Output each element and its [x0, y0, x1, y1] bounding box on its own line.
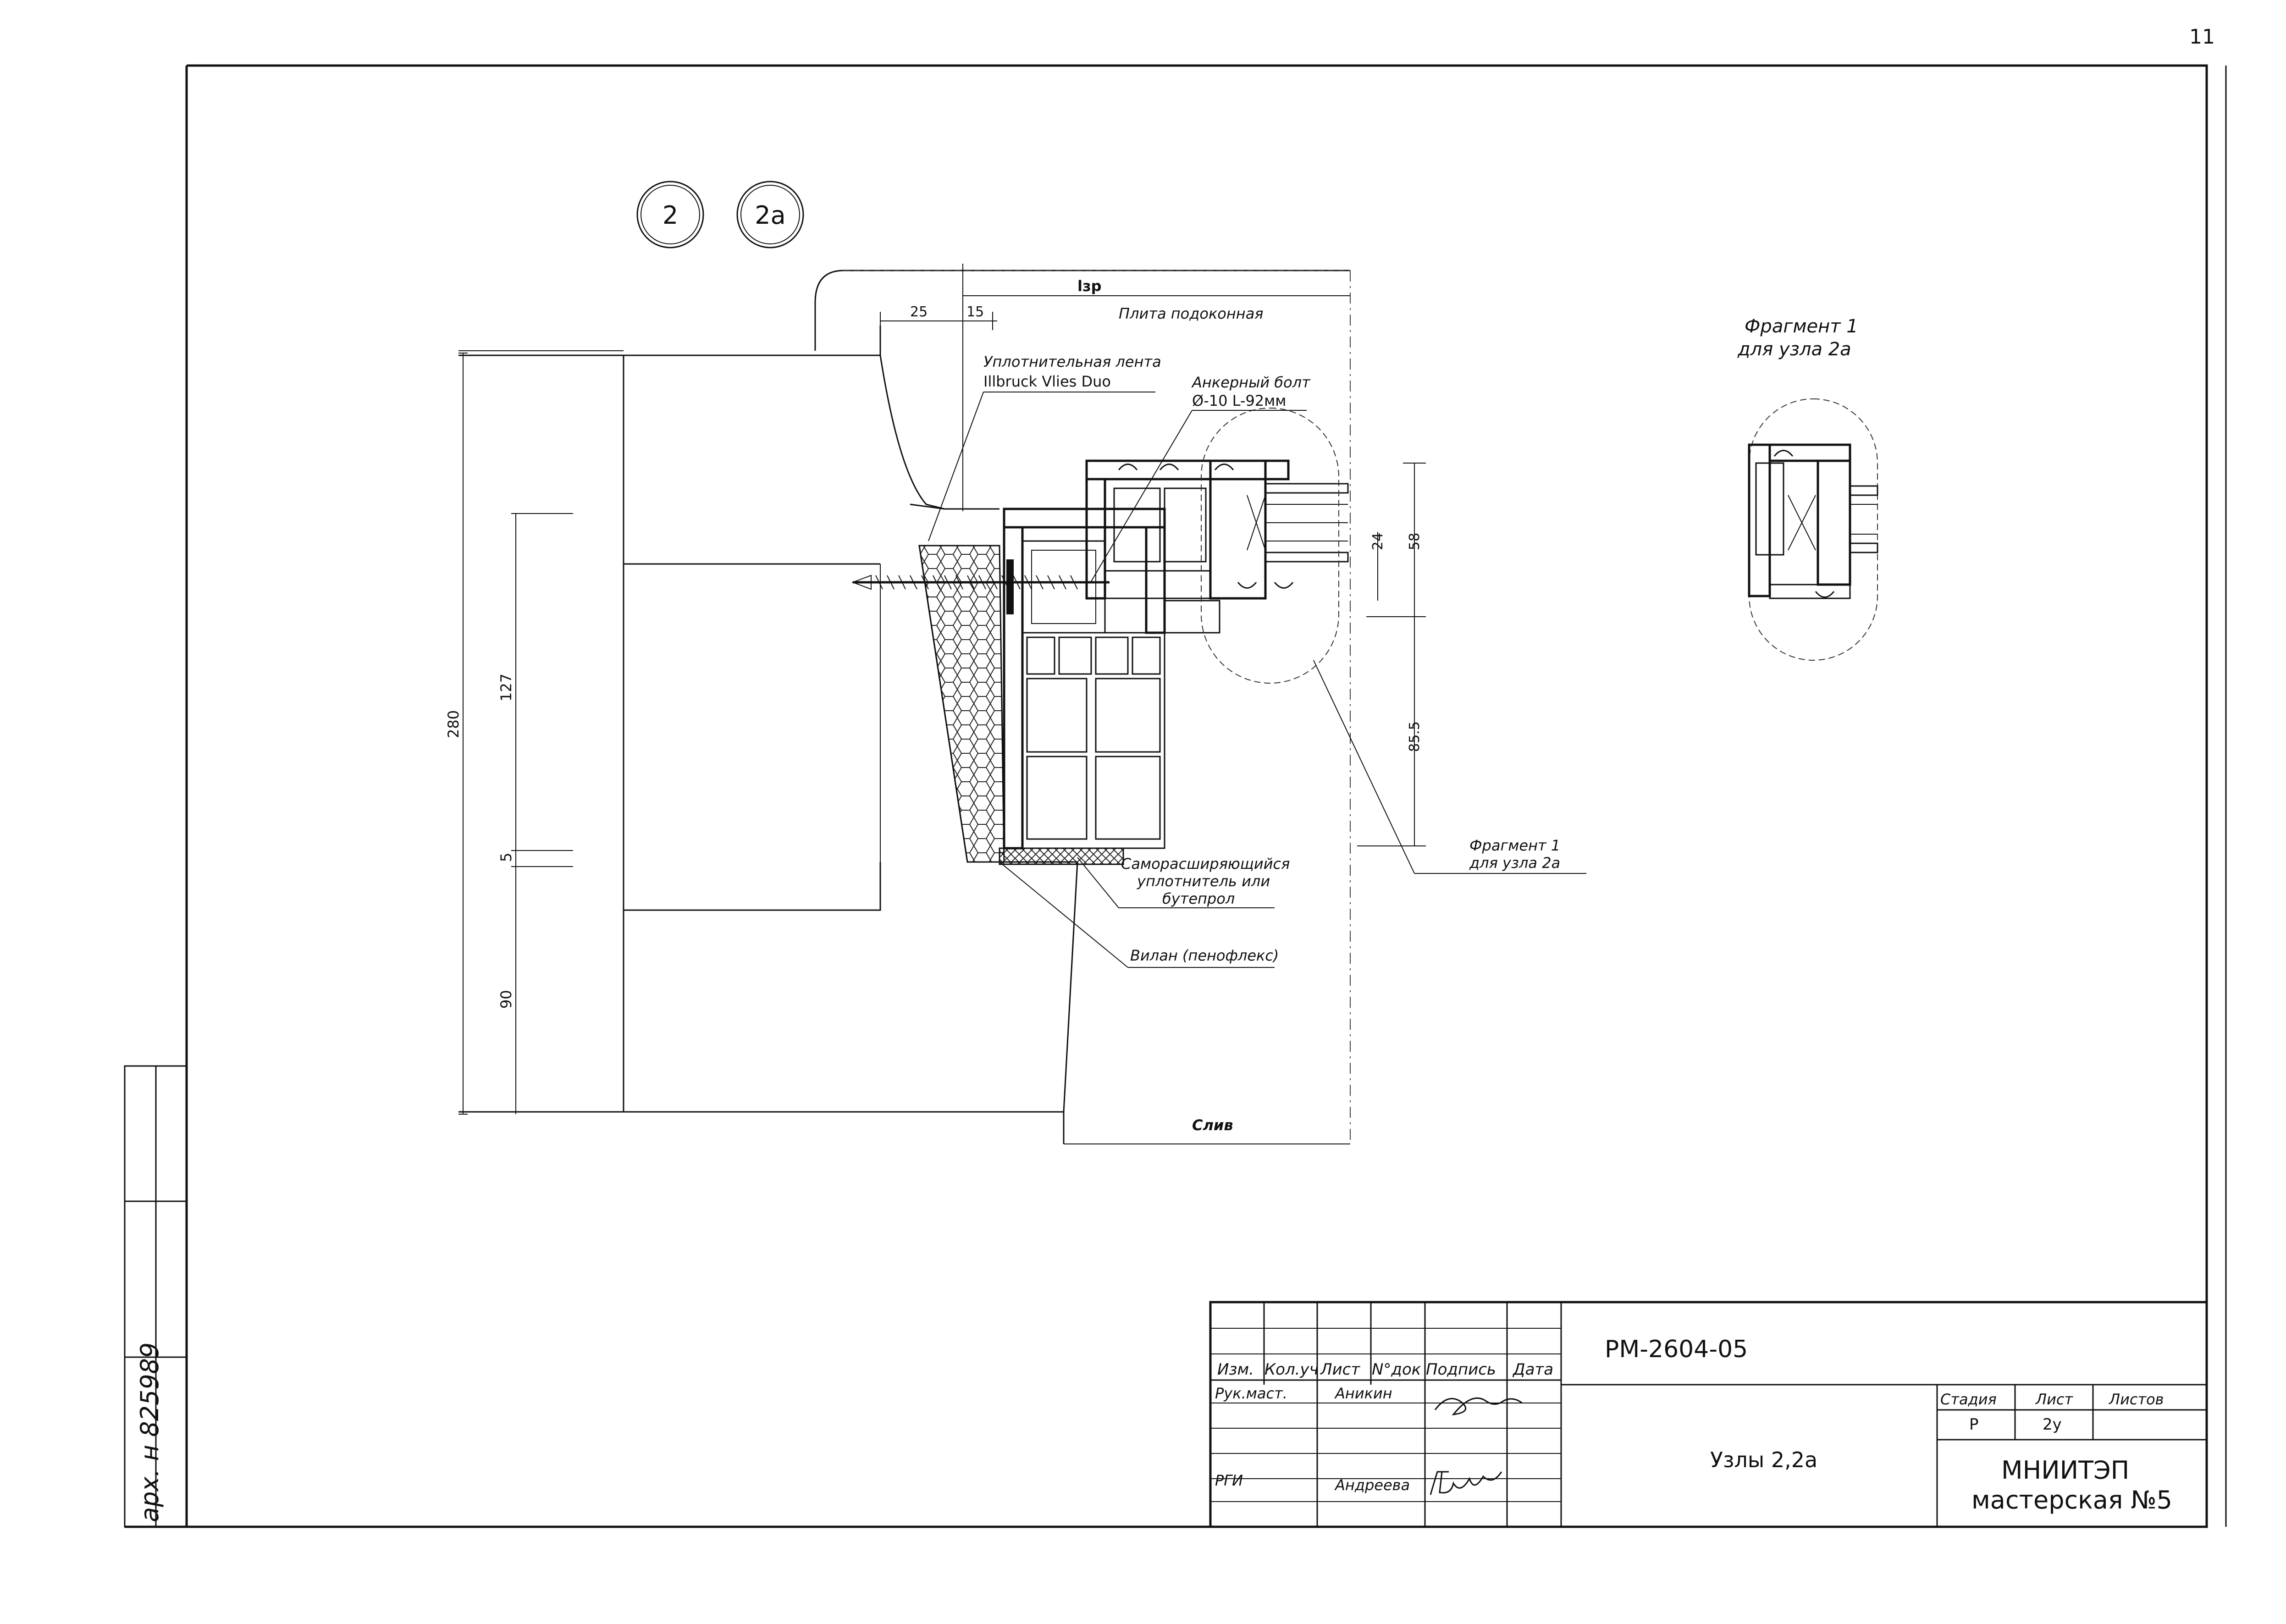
svg-text:90: 90: [497, 990, 515, 1009]
svg-text:Слив: Слив: [1192, 1116, 1233, 1134]
svg-text:бутепрол: бутепрол: [1162, 890, 1235, 907]
svg-text:Ø-10 L-92мм: Ø-10 L-92мм: [1192, 392, 1286, 409]
svg-text:Illbruck Vlies Duo: Illbruck Vlies Duo: [983, 373, 1111, 390]
header-izm: Изм.: [1217, 1360, 1254, 1379]
archive-stamp-box: арх. н 825989: [124, 1065, 188, 1528]
frame-chambers: [1026, 636, 1161, 840]
label-fragment-reference: Фрагмент 1 для узла 2а: [1469, 837, 1560, 872]
header-list: Лист: [1320, 1360, 1360, 1379]
role-head-of-workshop: Рук.маст.: [1215, 1385, 1287, 1402]
svg-text:15: 15: [966, 304, 984, 320]
window-node-drawing: [458, 264, 1586, 1144]
stage-label: Стадия: [1940, 1391, 1997, 1408]
organization-name: МНИИТЭП: [2001, 1456, 2129, 1485]
label-seal-tape: Уплотнительная лента Illbruck Vlies Duo: [928, 353, 1161, 541]
svg-text:Уплотнительная лента: Уплотнительная лента: [983, 353, 1161, 370]
svg-text:Вилан (пенофлекс): Вилан (пенофлекс): [1130, 947, 1279, 964]
svg-text:127: 127: [497, 674, 515, 702]
svg-text:2а: 2а: [755, 201, 785, 230]
svg-text:24: 24: [1370, 533, 1386, 550]
archive-stamp: арх. н 825989: [135, 1342, 164, 1522]
header-ndok: N°док: [1372, 1360, 1421, 1379]
svg-text:280: 280: [445, 710, 462, 738]
dimension-lzp: lзр: [963, 277, 1350, 296]
label-anchor-bolt: Анкерный болт Ø-10 L-92мм: [1091, 374, 1311, 582]
label-sill-plate: Плита подоконная: [1119, 305, 1264, 322]
svg-text:25: 25: [910, 304, 928, 320]
sheet-title: Узлы 2,2а: [1710, 1447, 1817, 1472]
signature-anikin: [1434, 1397, 1523, 1415]
header-kol-uch: Кол.уч: [1264, 1360, 1319, 1379]
title-block: Изм. Кол.уч Лист N°док Подпись Дата Рук.…: [1209, 1301, 2208, 1528]
node-marker-2a: 2а: [736, 181, 804, 249]
anchor-thread: [875, 575, 1078, 590]
svg-text:Анкерный болт: Анкерный болт: [1191, 374, 1311, 391]
sheet-frame: [125, 64, 2227, 1528]
dimension-vertical-left: 280 127 5 90: [445, 353, 573, 1115]
person-anikin: Аникин: [1334, 1385, 1392, 1402]
page-number: 11: [2189, 25, 2215, 49]
person-andreeva: Андреева: [1334, 1476, 1410, 1494]
svg-text:Фрагмент 1: Фрагмент 1: [1469, 837, 1560, 854]
label-drip: Слив: [1192, 1116, 1233, 1134]
dimension-25-15: 25 15: [880, 304, 997, 330]
doc-code: РМ-2604-05: [1605, 1336, 1748, 1363]
node-marker-2: 2: [636, 181, 704, 249]
svg-text:Плита подоконная: Плита подоконная: [1119, 305, 1264, 322]
svg-text:Фрагмент 1: Фрагмент 1: [1745, 316, 1858, 337]
svg-text:85.5: 85.5: [1407, 721, 1423, 752]
svg-text:58: 58: [1407, 533, 1423, 550]
svg-text:для узла 2а: для узла 2а: [1737, 339, 1851, 360]
svg-text:2: 2: [663, 201, 678, 230]
label-vilaterm: Вилан (пенофлекс): [999, 862, 1279, 968]
label-self-expanding-seal: Саморасширяющийся уплотнитель или бутепр…: [1077, 855, 1290, 908]
header-data: Дата: [1512, 1360, 1553, 1379]
role-rgi: РГИ: [1215, 1472, 1243, 1489]
svg-text:уплотнитель или: уплотнитель или: [1137, 873, 1270, 890]
svg-text:5: 5: [497, 853, 515, 862]
sheet-value: 2у: [2043, 1415, 2062, 1434]
svg-text:lзр: lзр: [1077, 277, 1101, 295]
sheet-label: Лист: [2035, 1391, 2073, 1408]
svg-text:Саморасширяющийся: Саморасширяющийся: [1121, 855, 1290, 873]
fragment-1-detail: Фрагмент 1 для узла 2а: [1737, 316, 1878, 661]
sheets-label: Листов: [2109, 1391, 2164, 1408]
svg-text:для узла 2а: для узла 2а: [1469, 854, 1560, 872]
organization-workshop: мастерская №5: [1971, 1486, 2172, 1514]
signature-andreeva: [1430, 1471, 1502, 1495]
fragment-callout-outline: [1201, 408, 1339, 684]
dimension-vertical-right: 24 58 85.5: [1357, 463, 1426, 846]
stage-value: Р: [1969, 1415, 1979, 1434]
header-podpis: Подпись: [1426, 1360, 1496, 1379]
